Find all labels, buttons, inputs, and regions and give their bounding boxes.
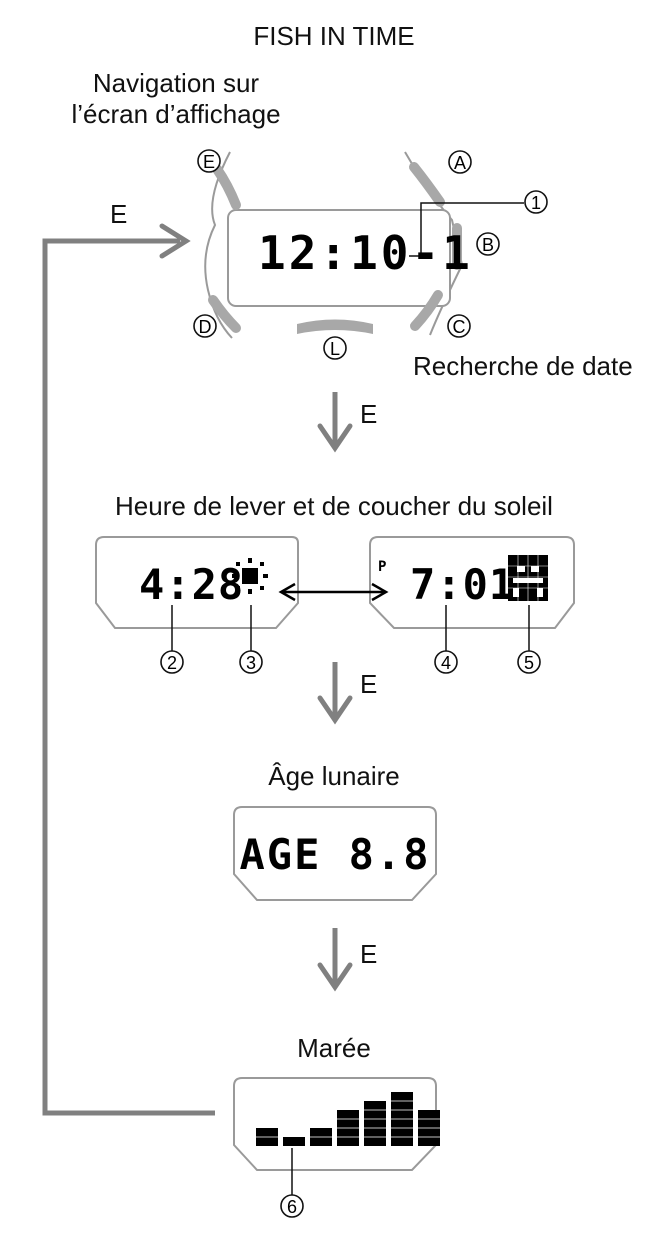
tide-graph [256, 1092, 440, 1146]
sunrise-time: 4:28 [139, 560, 245, 609]
button-label-e: E [197, 149, 221, 173]
callout-4: 4 [434, 605, 458, 674]
callout-1: 1 [409, 190, 548, 257]
callout-6: 6 [280, 1148, 304, 1218]
button-label-a: A [448, 150, 472, 174]
nav-label: Navigation sur l’écran d’affichage [71, 68, 280, 130]
step-key-label-2: E [360, 669, 378, 699]
step-key-label-3: E [360, 939, 378, 969]
svg-text:D: D [199, 317, 212, 337]
nav-label-line-2: l’écran d’affichage [71, 99, 281, 130]
tide-label: Marée [297, 1033, 371, 1063]
svg-text:4: 4 [441, 653, 451, 673]
date-search-label: Recherche de date [413, 351, 633, 381]
down-arrow-2 [317, 662, 353, 725]
sunrise-screen [95, 536, 299, 629]
nav-label-line-1: Navigation sur [92, 68, 260, 98]
pm-indicator: P [378, 559, 388, 575]
button-label-d: D [193, 314, 217, 338]
callout-3: 3 [239, 605, 263, 674]
moon-age-label: Âge lunaire [268, 761, 400, 791]
sunrise-sunset-label: Heure de lever et de coucher du soleil [115, 491, 553, 521]
step-key-label-1: E [360, 399, 378, 429]
toggle-arrow [278, 582, 389, 602]
sunset-icon [508, 555, 548, 601]
main-lcd-display: 12:10-1 [258, 226, 473, 280]
moon-age-screen [233, 806, 437, 901]
tide-bar [364, 1101, 386, 1146]
svg-text:6: 6 [287, 1197, 297, 1217]
svg-text:L: L [330, 339, 340, 359]
down-arrow-1 [317, 392, 353, 453]
button-label-b: B [476, 232, 500, 256]
tide-bar [283, 1137, 305, 1146]
svg-text:C: C [453, 317, 466, 337]
svg-text:B: B [482, 235, 494, 255]
sun-icon [232, 558, 268, 594]
button-label-c: C [447, 314, 471, 338]
svg-text:E: E [203, 152, 215, 172]
svg-text:A: A [454, 153, 466, 173]
watch-buttons [208, 162, 462, 334]
svg-text:2: 2 [167, 653, 177, 673]
page-title: FISH IN TIME [253, 21, 415, 51]
moon-age-display: AGE 8.8 [239, 830, 431, 879]
button-label-l: L [323, 336, 347, 360]
sunset-time: 7:01 [410, 560, 516, 609]
loop-arrow [42, 223, 215, 1116]
loop-key-label: E [110, 199, 128, 229]
callout-2: 2 [160, 605, 184, 674]
down-arrow-3 [317, 928, 353, 992]
svg-text:1: 1 [531, 193, 541, 213]
svg-text:5: 5 [524, 653, 534, 673]
svg-text:3: 3 [246, 653, 256, 673]
callout-5: 5 [517, 605, 541, 674]
